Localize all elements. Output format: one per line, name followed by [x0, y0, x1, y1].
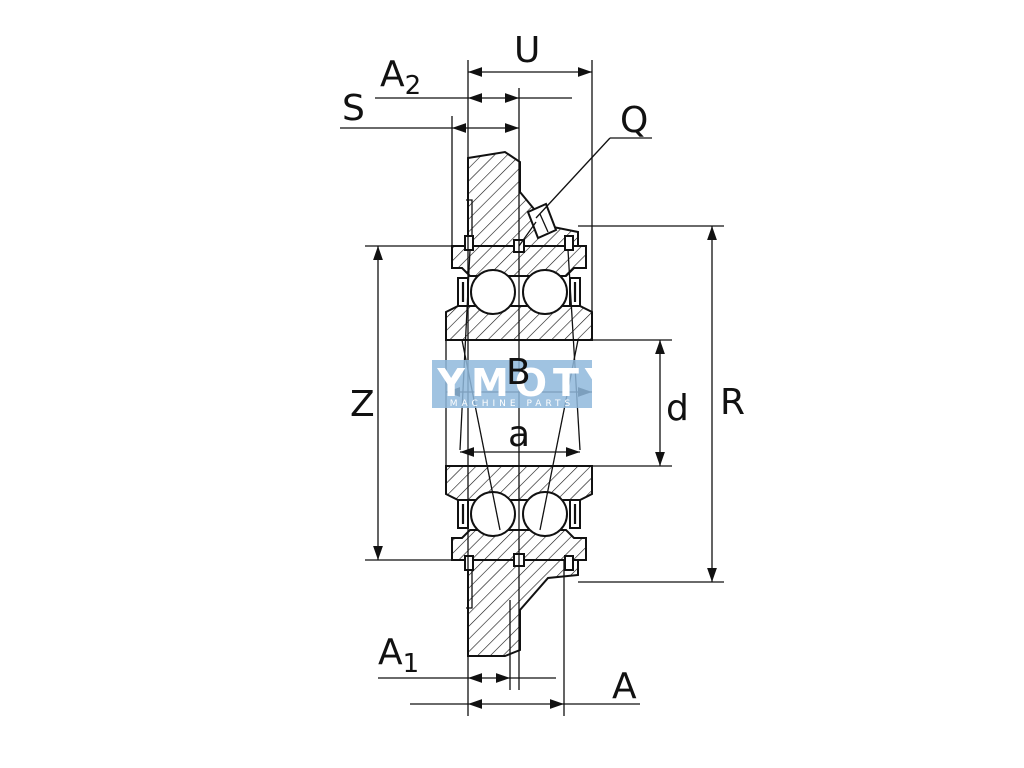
housing-bottom — [466, 559, 579, 657]
label-Z: Z — [350, 384, 375, 425]
label-Q: Q — [620, 100, 648, 141]
housing-top — [466, 150, 579, 247]
label-A1-sub: 1 — [403, 649, 420, 679]
label-a: a — [508, 414, 530, 455]
label-d: d — [666, 388, 689, 429]
label-A2-base: A — [380, 54, 405, 95]
extension-lines — [365, 225, 724, 583]
ball-top-right — [522, 269, 568, 315]
label-A1: A1 — [378, 632, 419, 679]
watermark-brand: TYMOTY — [406, 361, 619, 405]
label-A2-sub: 2 — [405, 71, 422, 101]
ball-bottom-right — [522, 491, 568, 537]
label-R: R — [720, 382, 745, 423]
label-U: U — [514, 30, 540, 71]
label-A: A — [612, 666, 637, 707]
watermark-tagline: MACHINE PARTS — [450, 399, 575, 409]
watermark: TYMOTY MACHINE PARTS — [406, 360, 619, 409]
label-B: B — [506, 352, 531, 393]
watermark-box — [432, 360, 592, 408]
ball-bottom-left — [470, 491, 516, 537]
label-S: S — [342, 88, 365, 129]
dim-Q-leader — [535, 137, 652, 219]
label-A2: A2 — [380, 54, 421, 101]
ball-top-left — [470, 269, 516, 315]
label-A1-base: A — [378, 632, 403, 673]
